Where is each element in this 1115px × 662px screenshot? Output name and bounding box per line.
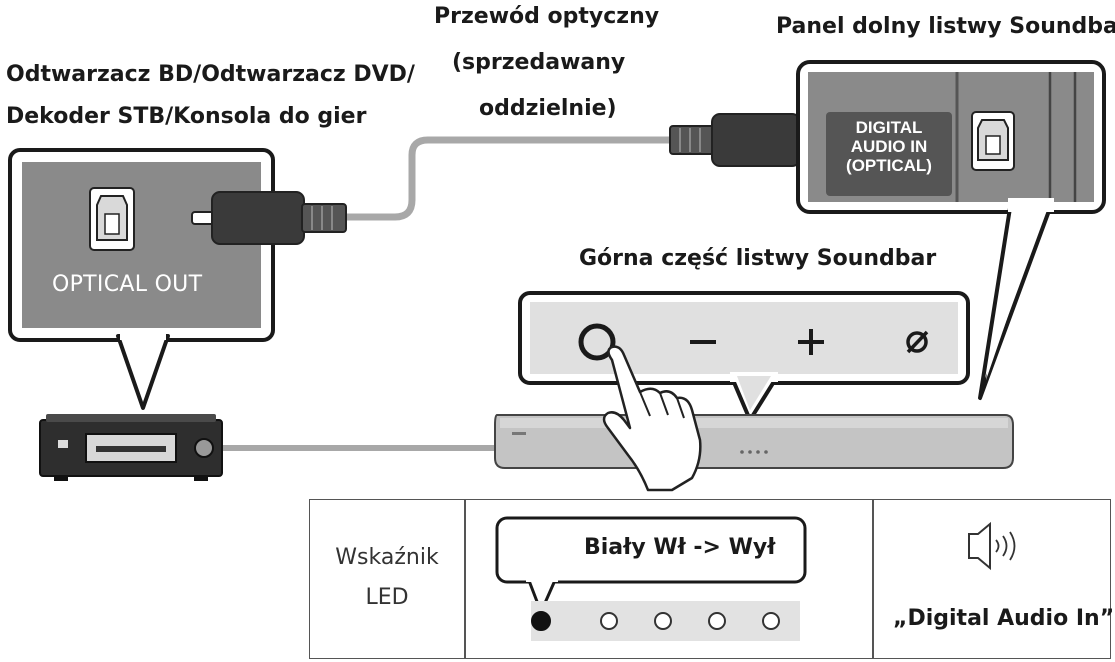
top-part-label: Górna część listwy Soundbar: [579, 246, 937, 271]
soundbar-bottom-panel-callout: [796, 60, 1106, 400]
panel-line2: AUDIO IN: [850, 137, 928, 156]
led-header-line2: LED: [365, 585, 409, 610]
cable-label-line2: (sprzedawany: [452, 50, 626, 75]
panel-line3: (OPTICAL): [846, 156, 932, 175]
bottom-panel-label: Panel dolny listwy Soundbar: [776, 14, 1115, 39]
soundbar-top-callout: [518, 291, 970, 422]
finger-press-icon: [602, 345, 702, 492]
cable-label-line1: Przewód optyczny: [434, 4, 660, 29]
bluetooth-button-icon: [906, 330, 929, 354]
led-header: Wskaźnik LED: [310, 538, 464, 618]
power-button-icon: [578, 323, 616, 361]
led-bubble-text: Biały Wł -> Wył: [584, 535, 776, 560]
optical-out-label: OPTICAL OUT: [52, 272, 203, 297]
optical-out-port-icon: [89, 187, 135, 251]
led-3: [654, 612, 672, 630]
cable-plug-device: [191, 191, 347, 245]
optical-cable: [345, 136, 672, 221]
source-device-callout: [8, 148, 275, 410]
cable-label-line3: oddzielnie): [479, 96, 617, 121]
source-device-icon: [39, 414, 495, 481]
volume-up-icon: [798, 329, 824, 355]
panel-line1: DIGITAL: [855, 118, 923, 137]
table-divider-2: [872, 500, 874, 658]
led-4: [708, 612, 726, 630]
source-label-line2: Dekoder STB/Konsola do gier: [6, 104, 367, 129]
digital-audio-in-label: DIGITAL AUDIO IN (OPTICAL): [826, 118, 952, 175]
led-5: [762, 612, 780, 630]
source-label-line1: Odtwarzacz BD/Odtwarzacz DVD/: [6, 62, 415, 87]
led-2: [600, 612, 618, 630]
led-header-line1: Wskaźnik: [335, 545, 439, 570]
mode-status-text: „Digital Audio In”: [893, 606, 1115, 631]
speaker-icon: [968, 521, 1016, 571]
led-1: [531, 611, 551, 631]
led-bubble: [495, 516, 807, 614]
soundbar-icon: [494, 414, 1014, 469]
led-indicator-table: Wskaźnik LED: [309, 499, 1111, 659]
digital-audio-in-port-icon: [971, 111, 1015, 171]
table-divider-1: [464, 500, 466, 658]
